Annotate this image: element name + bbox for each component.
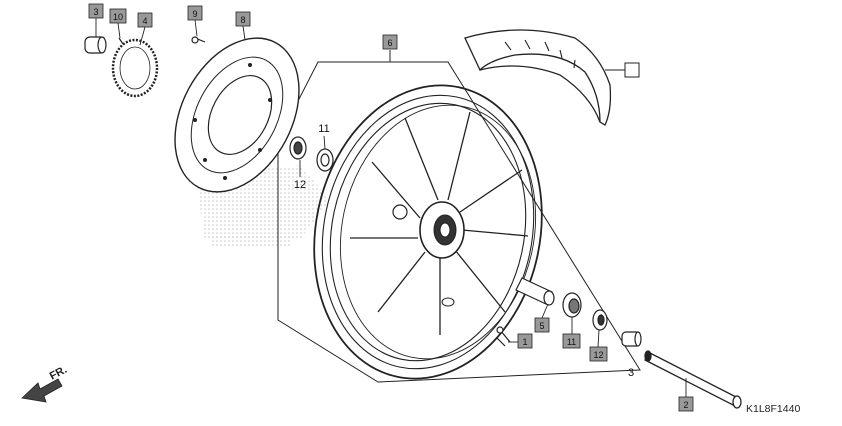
collar-3-illustration [84,36,107,54]
wheel-illustration [313,84,543,380]
spacer-5-illustration [515,277,555,306]
pulser-ring-illustration [111,38,159,98]
callout-label: 10 [113,12,123,22]
callout-11-upper: 11 [318,123,329,135]
callout-3-lower: 3 [628,367,634,379]
bearing-right-illustration [562,292,582,318]
axle-2-illustration [644,350,742,409]
direction-label: FR. [48,364,69,383]
callout-1: 1 [517,333,533,349]
callout-label: 5 [539,321,544,331]
collar-right-illustration [621,331,642,347]
callout-label: 11 [567,337,576,347]
callout-8: 8 [235,11,251,27]
tire-illustration [464,29,625,126]
brake-disc-illustration [174,37,300,193]
leader-lines [95,18,687,397]
callout-12-upper: 12 [294,179,306,191]
callout-label: 9 [192,9,197,19]
callout-4: 4 [137,12,153,28]
diagram-code: K1L8F1440 [746,403,800,415]
bearing-left-illustration [289,136,334,172]
callout-12-lower: 12 [589,346,608,362]
callout-5: 5 [534,317,550,333]
bolt-9-illustration [191,36,206,44]
seal-right-illustration [592,309,608,331]
front-direction-arrow: FR. [21,364,69,403]
callout-label: 1 [522,337,527,347]
callout-10: 10 [109,8,127,24]
callout-3: 3 [88,3,104,19]
callout-label: 6 [387,38,392,48]
callout-9: 9 [187,5,203,21]
screw-10-illustration [118,37,124,45]
callout-label: 2 [683,400,688,410]
callout-11-lower: 11 [562,333,581,349]
callout-label: 3 [93,7,98,17]
callout-label: 4 [142,16,147,26]
callout-6: 6 [382,34,398,50]
callout-label: 12 [593,350,603,360]
callout-label: 8 [240,15,245,25]
valve-1-illustration [496,326,511,347]
callout-tire [624,62,640,78]
callout-2: 2 [678,396,694,412]
